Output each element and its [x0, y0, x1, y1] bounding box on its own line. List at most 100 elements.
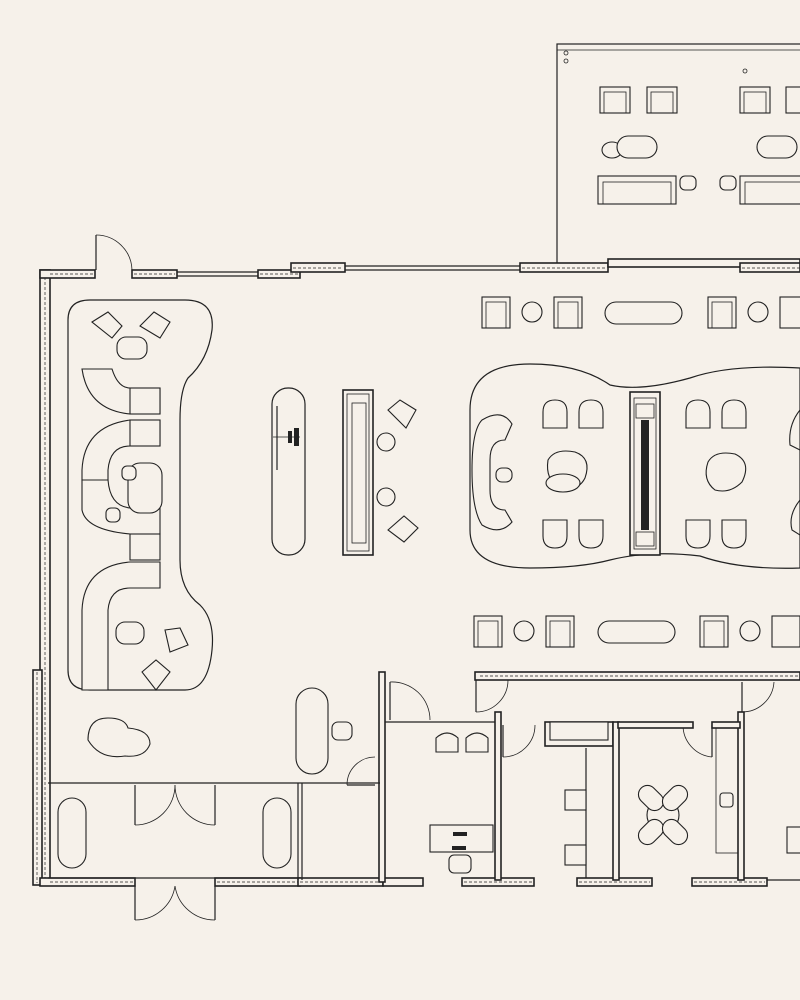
- plan-line: [602, 181, 672, 205]
- plan-line: [661, 818, 689, 846]
- plan-line: [747, 301, 769, 323]
- lower-furniture: [57, 687, 800, 874]
- plan-line: [607, 258, 800, 268]
- plan-line: [542, 519, 568, 549]
- plan-line: [563, 50, 569, 56]
- bar-chair: [387, 399, 417, 429]
- plan-line: [513, 620, 535, 642]
- plan-line: [685, 399, 711, 429]
- plan-line: [685, 519, 711, 549]
- sofa: [597, 175, 677, 205]
- room-door: [741, 681, 775, 713]
- plan-line: [650, 91, 674, 114]
- stool: [331, 721, 353, 741]
- curved-sofa: [789, 409, 800, 451]
- office-door: [389, 681, 431, 721]
- armchair: [599, 86, 631, 114]
- plan-line: [542, 399, 568, 429]
- plan-line: [744, 181, 800, 205]
- plan-line: [721, 519, 747, 549]
- plan-line: [635, 531, 655, 547]
- plan-line: [617, 721, 694, 729]
- plan-line: [134, 784, 176, 826]
- plan-line: [95, 234, 133, 271]
- curved-sofa: [81, 368, 161, 691]
- plan-line: [612, 721, 620, 881]
- plan-line: [519, 262, 609, 273]
- plan-line: [703, 620, 725, 648]
- side-table: [719, 175, 737, 191]
- plan-line: [711, 301, 733, 329]
- curved-sofa: [471, 414, 513, 531]
- armchair: [139, 311, 171, 339]
- plan-line: [779, 296, 800, 329]
- bench: [262, 797, 292, 869]
- armchair: [164, 627, 189, 653]
- plan-line: [174, 885, 216, 921]
- small-room-door: [346, 756, 376, 786]
- bar-unit: [342, 389, 419, 556]
- plan-line: [32, 669, 43, 886]
- bar-chair: [387, 515, 419, 543]
- plan-line: [682, 724, 713, 758]
- chair: [465, 732, 489, 753]
- chair: [564, 789, 587, 811]
- armchair: [785, 86, 800, 114]
- interior-double-door: [134, 784, 216, 826]
- plan-line: [378, 671, 386, 883]
- entrance-door-bottom: [134, 885, 216, 921]
- plan-line: [342, 389, 374, 556]
- coffee-table: [705, 452, 747, 492]
- plan-line: [346, 756, 376, 786]
- plan-line: [477, 620, 499, 648]
- plan-line: [290, 262, 346, 273]
- plan-line: [633, 397, 657, 550]
- plan-line: [739, 620, 761, 642]
- plan-line: [452, 846, 466, 850]
- seating-row-bottom: [473, 615, 800, 648]
- left-lounge: [67, 299, 214, 758]
- plan-line: [737, 711, 745, 881]
- bar-stool: [376, 432, 396, 452]
- plan-line: [637, 818, 665, 846]
- office-chair: [448, 854, 472, 874]
- plan-line: [485, 301, 507, 329]
- bench: [57, 797, 87, 869]
- plan-line: [521, 301, 543, 323]
- plan-line: [743, 91, 767, 114]
- corridor-door: [475, 679, 509, 713]
- round-table-set: [637, 784, 689, 846]
- plan-line: [563, 58, 569, 64]
- room-door: [682, 724, 713, 758]
- plan-line: [597, 620, 676, 644]
- plan-line: [453, 832, 467, 836]
- curved-sofa: [790, 499, 800, 536]
- annex-furniture: [597, 86, 800, 205]
- side-table: [495, 467, 513, 483]
- armchair: [91, 311, 123, 339]
- plan-line: [382, 877, 424, 887]
- armchair: [141, 659, 171, 691]
- side-table: [121, 465, 137, 481]
- ottoman: [116, 336, 148, 360]
- plan-line: [549, 620, 571, 648]
- side-table: [105, 507, 121, 523]
- armchair: [646, 86, 678, 114]
- plan-line: [494, 711, 502, 881]
- plan-line: [257, 269, 301, 279]
- coffee-table: [545, 473, 581, 493]
- plan-line: [557, 301, 579, 329]
- chair: [786, 826, 800, 854]
- escalator: [629, 391, 661, 556]
- plan-line: [641, 420, 649, 530]
- chair: [435, 732, 459, 753]
- reception-counter: [271, 387, 306, 556]
- plan-line: [771, 615, 800, 648]
- plan-line: [134, 885, 176, 921]
- plan-line: [635, 403, 655, 419]
- plan-line: [91, 311, 123, 339]
- plan-line: [174, 784, 216, 826]
- plan-line: [129, 533, 161, 561]
